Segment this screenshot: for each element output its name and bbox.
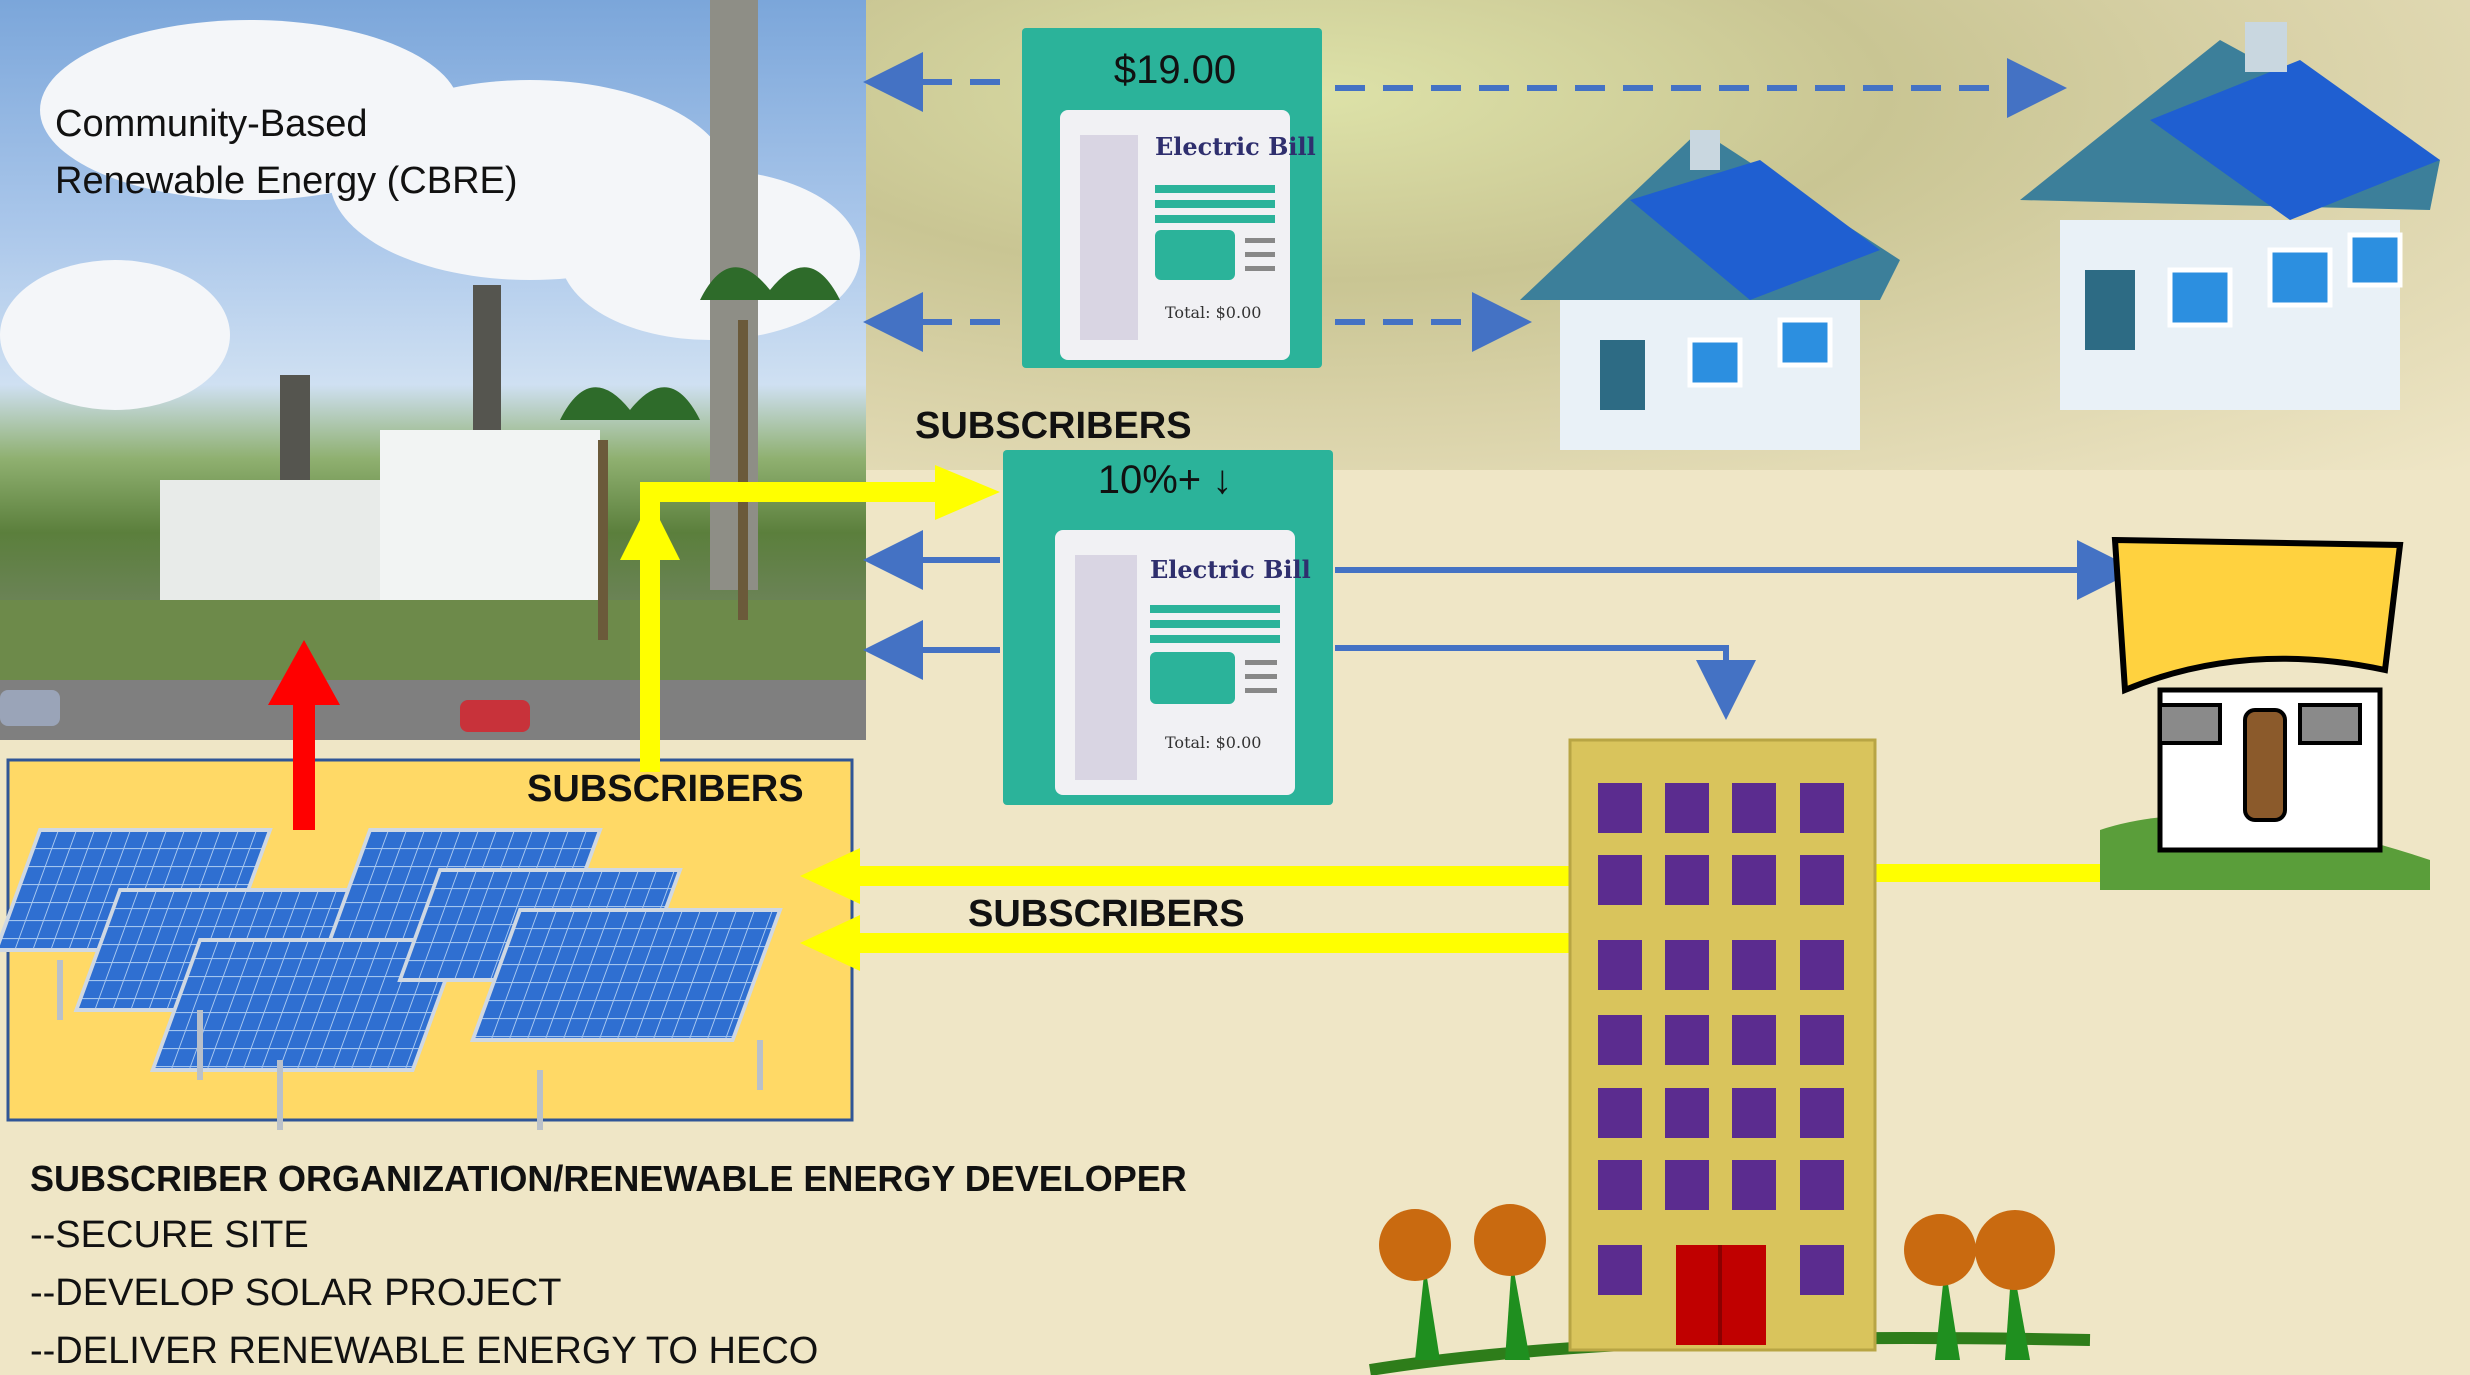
bill-top-amount: $19.00 bbox=[1113, 48, 1237, 92]
building-window bbox=[1665, 940, 1709, 990]
building-window bbox=[1800, 1245, 1844, 1295]
trees bbox=[1379, 1204, 2055, 1360]
apartment-building bbox=[1369, 738, 2091, 1375]
building-window bbox=[1598, 940, 1642, 990]
building-window bbox=[1732, 855, 1776, 905]
organization-heading: SUBSCRIBER ORGANIZATION/RENEWABLE ENERGY… bbox=[30, 1158, 1187, 1199]
building-window bbox=[1800, 1015, 1844, 1065]
bill-top bbox=[1022, 28, 1322, 368]
building-window bbox=[1732, 1015, 1776, 1065]
subscribers-label-middle: SUBSCRIBERS bbox=[968, 893, 1245, 935]
building-window bbox=[1598, 1088, 1642, 1138]
cloud bbox=[0, 260, 230, 410]
building-window bbox=[1665, 855, 1709, 905]
building-window bbox=[1732, 783, 1776, 833]
building-window bbox=[1598, 1015, 1642, 1065]
solar-house-small bbox=[1520, 130, 1900, 450]
building-window bbox=[1598, 783, 1642, 833]
bill-top-doc-title: Electric Bill bbox=[1155, 132, 1316, 161]
yellow-arrows bbox=[620, 465, 2130, 971]
organization-step: --SECURE SITE bbox=[30, 1214, 309, 1256]
diagram-title: Community-Based Renewable Energy (CBRE) bbox=[55, 96, 518, 210]
building-window bbox=[1665, 1088, 1709, 1138]
bill-middle-doc-total: Total: $0.00 bbox=[1165, 733, 1261, 752]
thatched-house bbox=[2100, 536, 2430, 890]
building-window bbox=[1732, 1088, 1776, 1138]
building-window bbox=[1665, 1015, 1709, 1065]
blue-arrows bbox=[863, 52, 2137, 720]
subscribers-label-top: SUBSCRIBERS bbox=[915, 405, 1192, 447]
title-line-1: Community-Based bbox=[55, 103, 368, 145]
organization-step: --DEVELOP SOLAR PROJECT bbox=[30, 1272, 562, 1314]
building-window bbox=[1598, 1160, 1642, 1210]
title-line-2: Renewable Energy (CBRE) bbox=[55, 160, 518, 202]
building-window bbox=[1800, 783, 1844, 833]
building-window bbox=[1665, 1160, 1709, 1210]
building-window bbox=[1800, 855, 1844, 905]
building-window bbox=[1800, 940, 1844, 990]
building-window bbox=[1598, 1245, 1642, 1295]
building-window bbox=[1598, 855, 1642, 905]
bill-middle-amount: 10%+ ↓ bbox=[1097, 458, 1233, 502]
building-window bbox=[1732, 1160, 1776, 1210]
solar-farm bbox=[0, 758, 854, 1130]
building-window bbox=[1800, 1088, 1844, 1138]
bill-top-doc-total: Total: $0.00 bbox=[1165, 303, 1261, 322]
power-plant bbox=[0, 0, 866, 740]
subscribers-label-left: SUBSCRIBERS bbox=[527, 768, 804, 810]
building-window bbox=[1732, 940, 1776, 990]
building-window bbox=[1800, 1160, 1844, 1210]
bill-middle bbox=[1003, 450, 1333, 805]
bill-middle-doc-title: Electric Bill bbox=[1150, 555, 1311, 584]
building-window bbox=[1665, 783, 1709, 833]
solar-house-large bbox=[2020, 22, 2440, 410]
organization-step: --DELIVER RENEWABLE ENERGY TO HECO bbox=[30, 1330, 819, 1372]
red-arrow bbox=[268, 640, 340, 830]
